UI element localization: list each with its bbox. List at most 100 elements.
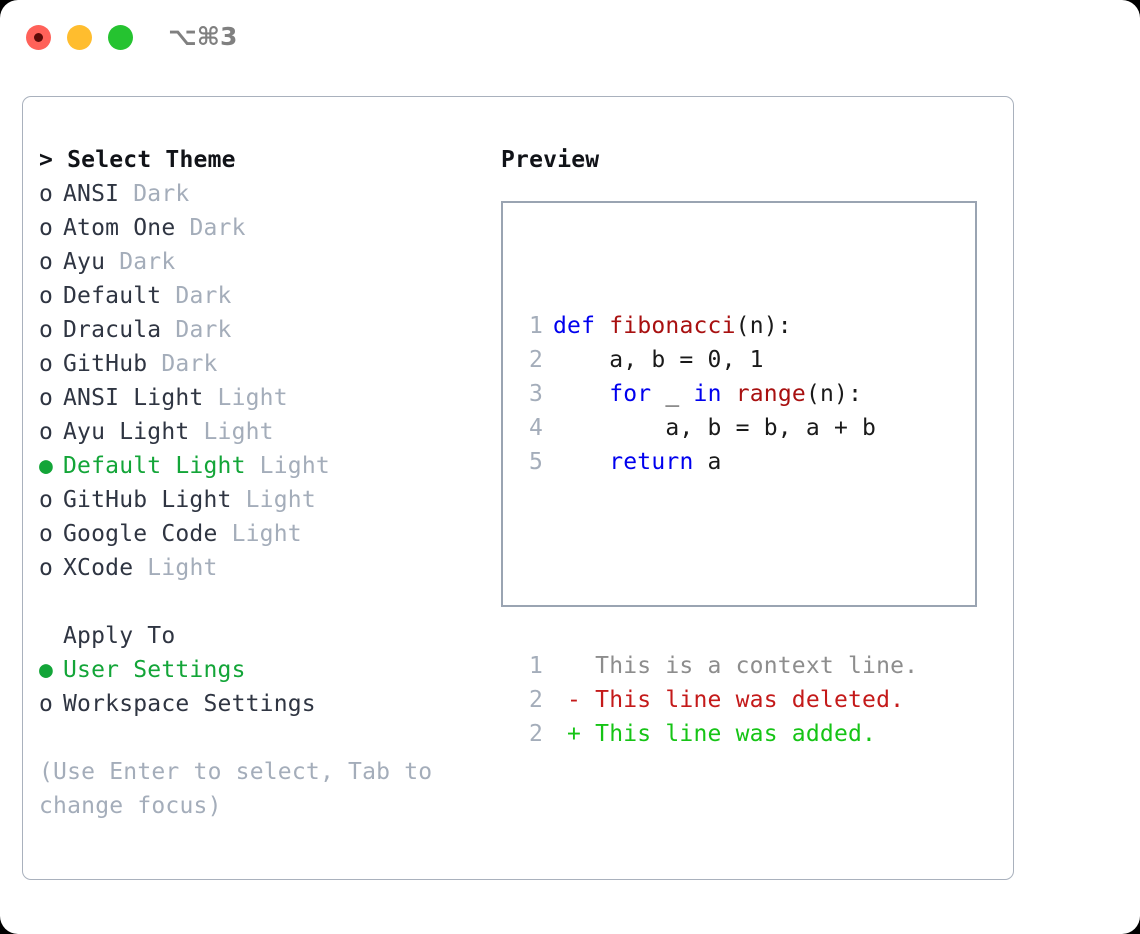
code-token bbox=[595, 309, 609, 343]
keyboard-hint-text: (Use Enter to select, Tab to change focu… bbox=[39, 759, 433, 819]
preview-column: Preview 1 def fibonacci(n): 2 a, b = 0, 1 3… bbox=[501, 143, 997, 747]
theme-variant-badge: Dark bbox=[133, 181, 190, 207]
theme-option-label: ANSI bbox=[63, 181, 134, 207]
theme-picker-title: > Select Theme bbox=[39, 147, 236, 173]
diff-line: 1 This is a context line. bbox=[515, 649, 918, 683]
theme-option-default[interactable]: o Default Dark bbox=[39, 279, 469, 313]
apply-to-title: Apply To bbox=[63, 623, 176, 649]
theme-option-ansi-light[interactable]: o ANSI Light Light bbox=[39, 381, 469, 415]
theme-variant-badge: Dark bbox=[189, 215, 246, 241]
code-diff-spacer bbox=[515, 547, 918, 581]
theme-variant-badge: Light bbox=[147, 555, 218, 581]
radio-unselected-icon: o bbox=[39, 385, 54, 411]
radio-unselected-icon: o bbox=[39, 521, 54, 547]
diff-line: 2 - This line was deleted. bbox=[515, 683, 918, 717]
close-window-icon[interactable] bbox=[26, 25, 51, 50]
code-token: (n): bbox=[735, 313, 792, 339]
maximize-window-icon[interactable] bbox=[108, 25, 133, 50]
code-token: a bbox=[693, 449, 722, 475]
preview-title: Preview bbox=[501, 147, 600, 173]
radio-unselected-icon: o bbox=[39, 283, 54, 309]
line-number: 4 bbox=[528, 415, 543, 441]
theme-option-ayu[interactable]: o Ayu Dark bbox=[39, 245, 469, 279]
theme-option-label: GitHub bbox=[63, 351, 162, 377]
radio-unselected-icon: o bbox=[39, 181, 54, 207]
theme-option-label: Atom One bbox=[63, 215, 190, 241]
theme-variant-badge: Light bbox=[259, 453, 330, 479]
theme-option-label: ANSI Light bbox=[63, 385, 218, 411]
radio-unselected-icon: o bbox=[39, 691, 54, 717]
radio-unselected-icon: o bbox=[39, 555, 54, 581]
theme-variant-badge: Light bbox=[231, 521, 302, 547]
theme-option-label: GitHub Light bbox=[63, 487, 246, 513]
keyboard-shortcut-label: ⌥⌘3 bbox=[168, 22, 238, 51]
code-token: a, b = 0, 1 bbox=[553, 347, 764, 373]
line-number: 1 bbox=[528, 313, 543, 339]
theme-option-label: Ayu bbox=[63, 249, 120, 275]
theme-option-github[interactable]: o GitHub Dark bbox=[39, 347, 469, 381]
code-line: 1 def fibonacci(n): bbox=[515, 309, 918, 343]
theme-option-label: Ayu Light bbox=[63, 419, 204, 445]
line-number: 2 bbox=[528, 347, 543, 373]
code-token: _ bbox=[651, 381, 694, 407]
code-token: + This line was added. bbox=[553, 721, 877, 747]
code-token: range bbox=[735, 381, 806, 407]
code-line: 2 a, b = 0, 1 bbox=[515, 343, 918, 377]
theme-variant-badge: Dark bbox=[175, 317, 232, 343]
minimize-window-icon[interactable] bbox=[67, 25, 92, 50]
apply-to-option-label: Workspace Settings bbox=[63, 691, 316, 717]
theme-variant-badge: Dark bbox=[119, 249, 176, 275]
preview-code: 1 def fibonacci(n): 2 a, b = 0, 1 3 for _ i… bbox=[515, 241, 918, 819]
radio-selected-icon: ● bbox=[39, 657, 54, 683]
theme-option-ansi[interactable]: o ANSI Dark bbox=[39, 177, 469, 211]
theme-variant-badge: Light bbox=[217, 385, 288, 411]
code-token: for bbox=[609, 381, 652, 407]
code-token: return bbox=[609, 449, 694, 475]
theme-option-label: Dracula bbox=[63, 317, 176, 343]
list-spacer bbox=[39, 585, 469, 619]
radio-unselected-icon: o bbox=[39, 351, 54, 377]
radio-selected-icon: ● bbox=[39, 453, 54, 479]
line-number: 2 bbox=[528, 721, 543, 747]
code-token: a, b = b, a + b bbox=[553, 415, 877, 441]
code-token: in bbox=[693, 381, 722, 407]
code-sample-block: 1 def fibonacci(n): 2 a, b = 0, 1 3 for _ i… bbox=[515, 309, 918, 479]
code-token bbox=[553, 445, 609, 479]
code-line: 5 return a bbox=[515, 445, 918, 479]
line-number: 5 bbox=[528, 449, 543, 475]
apply-to-option-user-settings[interactable]: ● User Settings bbox=[39, 653, 469, 687]
diff-line: 2 + This line was added. bbox=[515, 717, 918, 751]
theme-variant-badge: Dark bbox=[175, 283, 232, 309]
theme-option-default-light[interactable]: ● Default Light Light bbox=[39, 449, 469, 483]
radio-unselected-icon: o bbox=[39, 249, 54, 275]
radio-unselected-icon: o bbox=[39, 419, 54, 445]
title-bar: ⌥⌘3 bbox=[0, 0, 1140, 78]
radio-unselected-icon: o bbox=[39, 317, 54, 343]
theme-variant-badge: Light bbox=[245, 487, 316, 513]
line-number: 1 bbox=[528, 653, 543, 679]
apply-to-list: ● User Settings o Workspace Settings bbox=[39, 653, 469, 721]
theme-variant-badge: Dark bbox=[161, 351, 218, 377]
apply-to-option-label: User Settings bbox=[63, 657, 246, 683]
code-token: fibonacci bbox=[609, 313, 736, 339]
theme-option-label: Default Light bbox=[63, 453, 260, 479]
code-token: - This line was deleted. bbox=[553, 687, 905, 713]
theme-option-label: Default bbox=[63, 283, 176, 309]
radio-unselected-icon: o bbox=[39, 487, 54, 513]
theme-option-github-light[interactable]: o GitHub Light Light bbox=[39, 483, 469, 517]
apply-to-option-workspace-settings[interactable]: o Workspace Settings bbox=[39, 687, 469, 721]
code-token bbox=[553, 377, 609, 411]
theme-option-dracula[interactable]: o Dracula Dark bbox=[39, 313, 469, 347]
line-number: 3 bbox=[528, 381, 543, 407]
code-token: def bbox=[553, 313, 596, 339]
diff-sample-block: 1 This is a context line.2 - This line w… bbox=[515, 649, 918, 751]
